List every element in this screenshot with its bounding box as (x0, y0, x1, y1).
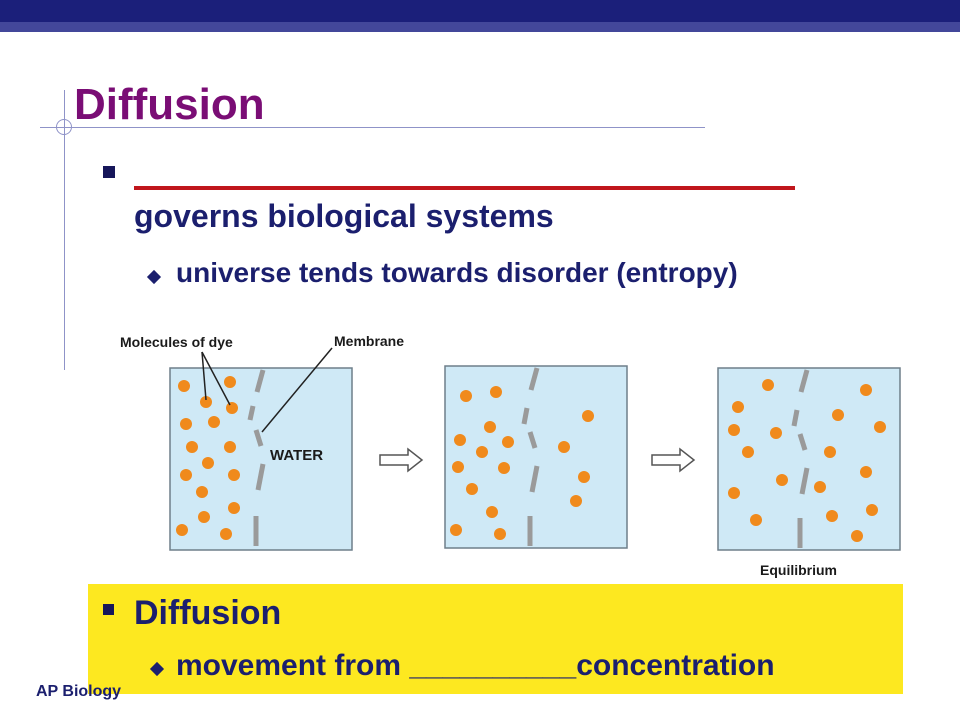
footer-label: AP Biology (36, 683, 122, 700)
label-water: WATER (270, 447, 323, 464)
diamond-bullet-icon (146, 269, 162, 285)
diffusion-diagram: Molecules of dye Membrane WATER Equilibr… (120, 333, 901, 578)
top-banner-stripe (0, 22, 960, 32)
square-bullet-icon (103, 166, 115, 178)
panel-start (169, 367, 353, 551)
slide-title: Diffusion (74, 80, 265, 129)
diffusion-callout-box: Diffusion movement from __________concen… (88, 584, 903, 694)
fill-in-blank-line (134, 186, 795, 190)
callout-title: Diffusion (134, 594, 282, 632)
decor-vertical-line (64, 90, 65, 370)
membrane-equilibrium (791, 369, 810, 548)
panel-middle (444, 365, 628, 549)
square-bullet-icon (103, 604, 114, 615)
dye-dots-start (176, 376, 240, 540)
membrane-start (247, 369, 266, 546)
label-molecules-of-dye: Molecules of dye (120, 334, 233, 350)
panel-equilibrium (717, 367, 901, 551)
label-membrane: Membrane (334, 333, 404, 349)
dye-dots-equilibrium (728, 379, 886, 542)
diamond-bullet-icon (149, 661, 165, 677)
label-pointer-lines (201, 347, 333, 433)
label-equilibrium: Equilibrium (760, 562, 837, 578)
crosshair-icon (56, 119, 72, 135)
decor-horizontal-line (40, 127, 705, 128)
arrow-icon (379, 447, 696, 473)
bullet-text: governs biological systems (134, 198, 554, 234)
sub-bullet-text: universe tends towards disorder (entropy… (176, 257, 738, 288)
membrane-middle (521, 367, 540, 546)
top-banner (0, 0, 960, 22)
callout-text: movement from __________concentration (176, 649, 775, 682)
dye-dots-middle (450, 386, 594, 540)
